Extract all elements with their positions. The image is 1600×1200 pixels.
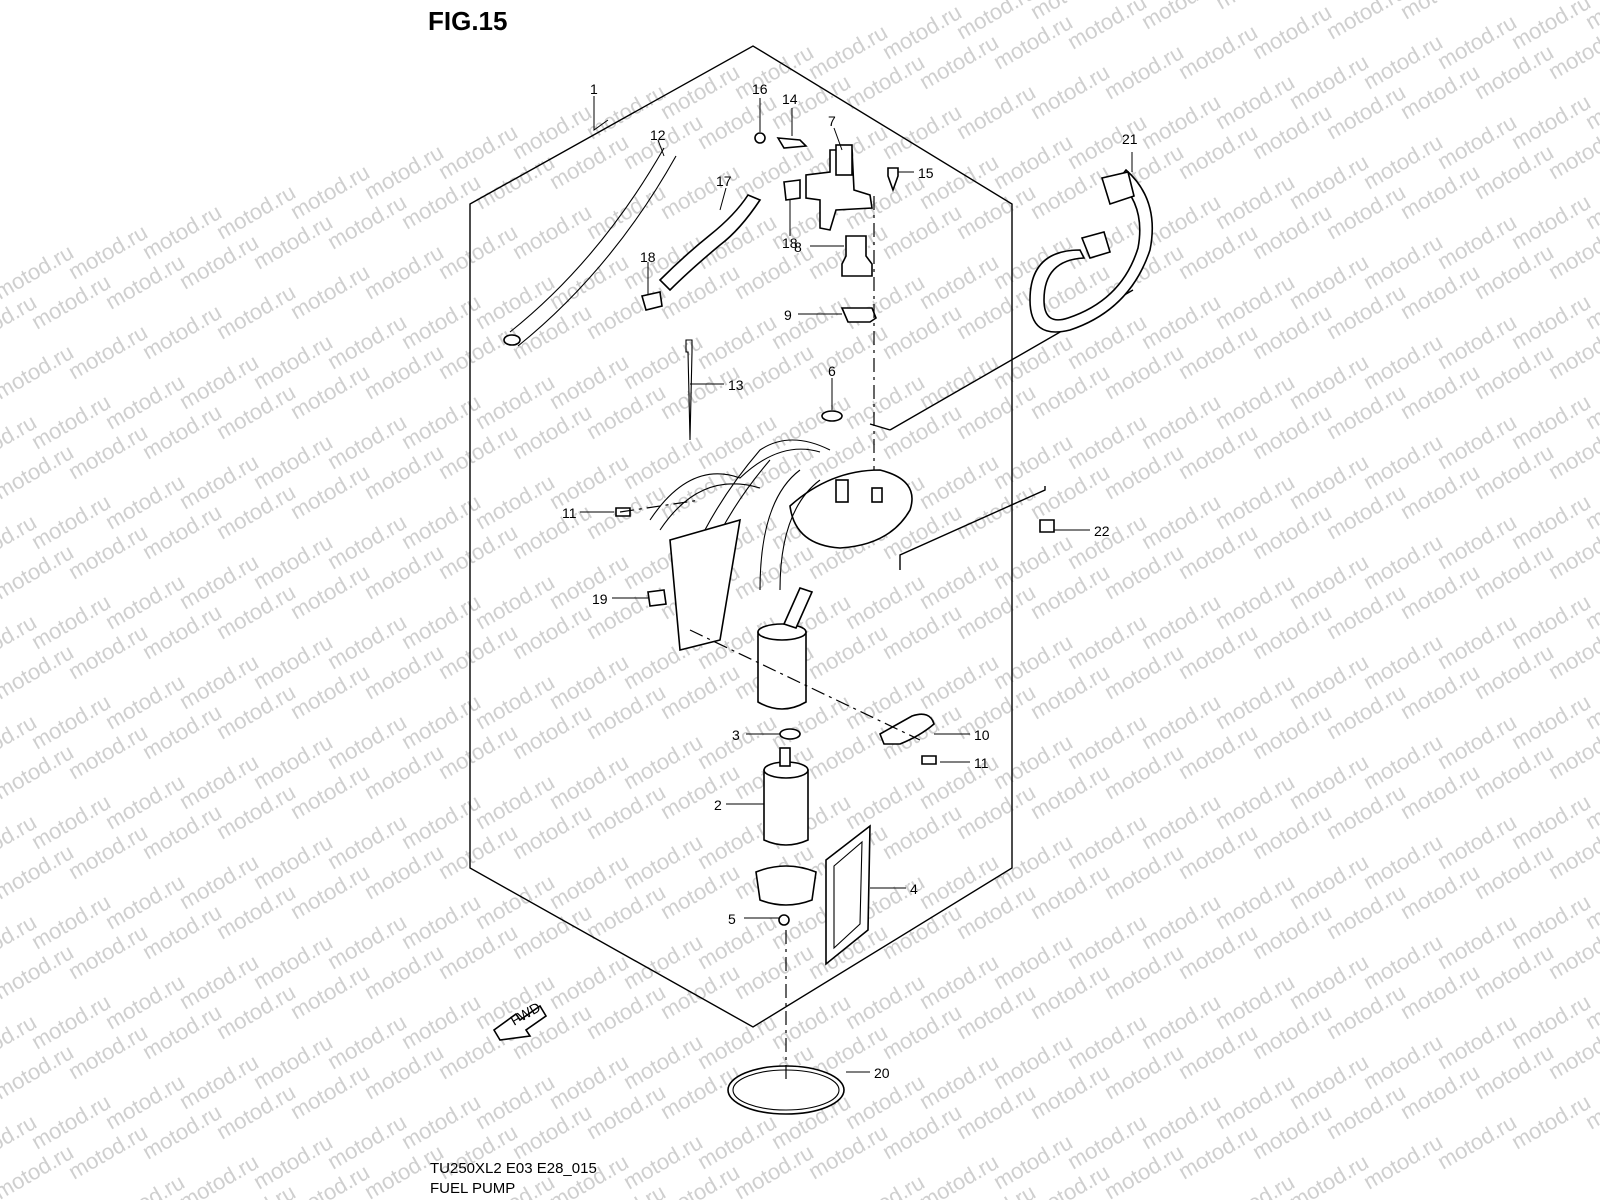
callout-18b: 18	[640, 249, 656, 265]
diagram-name: FUEL PUMP	[430, 1180, 516, 1197]
watermark-text: motod.ru	[1470, 0, 1558, 4]
watermark-text: motod.ru	[0, 339, 78, 404]
callout-21: 21	[1122, 131, 1138, 147]
callout-20: 20	[874, 1065, 890, 1081]
callout-22: 22	[1094, 523, 1110, 539]
callout-8: 8	[794, 239, 802, 255]
watermark-text: motod.ru	[1100, 39, 1188, 104]
watermark-text: motod.ru	[138, 299, 226, 364]
callouts: 1 2 3 4 5 6 7 8 9 10 11 11 12 13 14 15 1…	[562, 81, 1138, 1081]
watermark-text: motod.ru	[434, 219, 522, 284]
callout-11a: 11	[562, 505, 577, 521]
part-band-10	[878, 713, 935, 745]
part-screw-15	[887, 167, 899, 193]
watermark-text: motod.ru	[1063, 0, 1151, 54]
part-hose-21	[1029, 168, 1154, 333]
part-clip-9	[840, 307, 877, 323]
watermark-text: motod.ru	[286, 259, 374, 324]
callout-12: 12	[650, 127, 666, 143]
centerline-bracket	[689, 629, 921, 741]
part-filter-4	[825, 824, 871, 966]
part-connector-21	[1100, 171, 1135, 206]
watermark-text: motod.ru	[1248, 0, 1336, 64]
callout-17: 17	[716, 173, 732, 189]
callout-19: 19	[592, 591, 608, 607]
part-hose-12-end	[503, 334, 521, 346]
part-clamp-18a	[783, 179, 801, 201]
watermark-text: motod.ru	[508, 199, 596, 264]
tank-outline	[469, 45, 1013, 1028]
callout-1: 1	[590, 81, 598, 97]
part-connector-8	[841, 235, 873, 277]
figure-title: FIG.15	[428, 6, 508, 36]
part-oring-6	[821, 410, 843, 422]
watermark-text: motod.ru	[1396, 0, 1484, 24]
watermark-text: motod.ru	[1174, 19, 1262, 84]
callout-4: 4	[910, 881, 918, 897]
watermark-text: motod.ru	[1211, 0, 1299, 14]
watermark-text: motod.ru	[1433, 1109, 1521, 1174]
part-pump-post	[871, 487, 883, 503]
part-valve-7	[805, 149, 873, 231]
part-hose-17	[658, 194, 762, 292]
centerline-bolt	[619, 499, 701, 513]
part-bolt-22	[1039, 519, 1055, 533]
part-clip-5	[778, 914, 790, 926]
callout-10: 10	[974, 727, 990, 743]
bolt-frame	[899, 486, 1046, 570]
callout-3: 3	[732, 727, 740, 743]
part-joint-14	[776, 137, 808, 149]
callout-6: 6	[828, 363, 836, 379]
part-hose-12	[509, 147, 677, 347]
fwd-arrow-icon: FWD	[492, 999, 548, 1041]
part-pump-housing-top	[757, 623, 807, 641]
part-clamp-19	[647, 589, 667, 607]
watermark-text: motod.ru	[1137, 0, 1225, 34]
watermark-text: motod.ru	[1322, 0, 1410, 44]
part-pump-connector	[835, 479, 849, 503]
part-clip-16	[754, 132, 766, 144]
watermark-text: motod.ru	[1507, 1089, 1595, 1154]
part-tie-13	[685, 339, 693, 441]
callout-7: 7	[828, 113, 836, 129]
part-bracket	[669, 518, 741, 652]
watermark-text: motod.ru	[730, 139, 818, 204]
callout-18a: 18	[782, 235, 798, 251]
callout-5: 5	[728, 911, 736, 927]
part-oring-3	[779, 728, 801, 740]
callout-9: 9	[784, 307, 792, 323]
part-filter-4-inner	[833, 840, 863, 950]
diagram-code: TU250XL2 E03 E28_015	[430, 1160, 597, 1177]
part-holder	[755, 865, 817, 906]
watermark-text: motod.ru	[878, 99, 966, 164]
part-clamp-18b	[640, 291, 663, 311]
part-pump-outlet	[782, 587, 814, 629]
callout-11b: 11	[974, 755, 989, 771]
leader-lines	[580, 96, 1133, 1073]
watermark-text: motod.ru	[1026, 59, 1114, 124]
watermark-text: motod.ru	[212, 279, 300, 344]
callout-15: 15	[918, 165, 934, 181]
watermark-text: motod.ru	[952, 79, 1040, 144]
callout-16: 16	[752, 81, 768, 97]
callout-14: 14	[782, 91, 798, 107]
callout-2: 2	[714, 797, 722, 813]
part-valve-7-nozzle	[835, 144, 853, 176]
watermark-text: motod.ru	[0, 1159, 4, 1200]
watermark-text: motod.ru	[1359, 1129, 1447, 1194]
part-connector-21b	[1080, 231, 1111, 259]
callout-13: 13	[728, 377, 744, 393]
part-pump-2-nozzle	[779, 747, 791, 767]
part-bolt-11b	[921, 755, 937, 765]
watermark-text: motod.ru	[360, 239, 448, 304]
watermark-text: motod.ru	[64, 319, 152, 384]
